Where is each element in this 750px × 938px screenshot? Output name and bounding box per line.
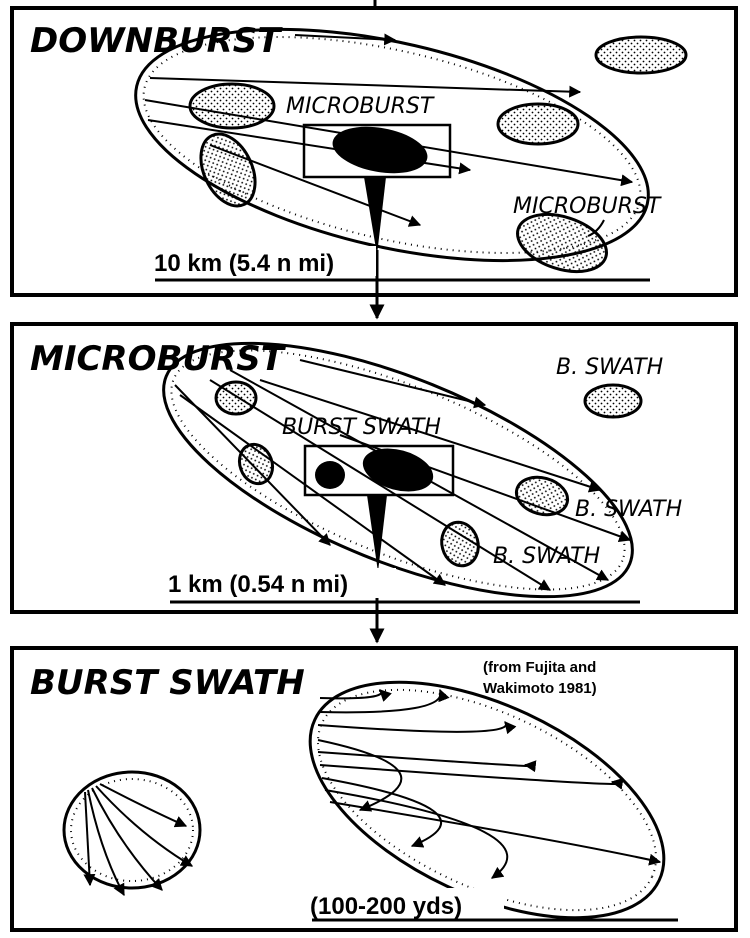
panel-title: BURST SWATH <box>30 663 305 703</box>
panel-title: MICROBURST <box>30 339 287 379</box>
scale-label-bg <box>150 246 376 276</box>
panel-frame <box>10 646 738 932</box>
panel-frame <box>10 322 738 614</box>
small-swath-dotted <box>70 778 194 882</box>
stippled-cell <box>188 82 276 130</box>
stippled-cell <box>516 212 608 274</box>
scale-label: 1 km (0.54 n mi) <box>168 571 348 598</box>
flow-arrow <box>91 787 163 891</box>
burst-swath-label: BURST SWATH <box>282 415 441 440</box>
panel-title: DOWNBURST <box>30 21 283 61</box>
b-swath-label: B. SWATH <box>556 355 663 380</box>
stippled-cell <box>514 475 570 517</box>
flow-arrow <box>259 379 602 493</box>
flow-arrow <box>317 751 537 773</box>
flow-arrow <box>83 791 96 887</box>
large-swath-dotted <box>317 688 657 912</box>
stippled-cell <box>199 132 257 208</box>
small-swath-arrows <box>83 783 194 897</box>
panel-microburst: MICROBURST BURST SWATH B. SWATH B. SWATH… <box>10 322 738 644</box>
downburst-outflow-ellipse <box>134 27 650 263</box>
flow-arrow <box>319 688 450 714</box>
flow-arrow <box>329 801 662 866</box>
stippled-cell <box>440 520 480 568</box>
stippled-cell <box>214 380 258 416</box>
scale-label-bg <box>308 888 504 920</box>
microburst-outflow-dotted <box>170 349 626 591</box>
stippled-cell <box>594 35 688 75</box>
stippled-cell <box>583 383 643 419</box>
citation-line: Wakimoto 1981) <box>483 680 597 697</box>
flow-arrow <box>324 789 509 879</box>
flow-arrow <box>149 77 582 98</box>
microburst-label: MICROBURST <box>286 94 435 119</box>
microburst-outflow-ellipse <box>162 341 634 599</box>
flow-arrow <box>321 777 443 848</box>
flow-arrow <box>319 764 624 790</box>
flow-arrow <box>95 785 194 867</box>
burst-swath-core <box>362 448 434 492</box>
flow-arrow <box>209 379 552 591</box>
flow-arrow <box>87 789 125 897</box>
flow-arrow <box>99 783 188 828</box>
zoom-funnel-arrow <box>364 177 386 255</box>
large-swath-arrows <box>317 688 662 879</box>
panel-downburst: DOWNBURST MICROBURST MICROBURST 10 km (5… <box>10 6 738 320</box>
flow-arrow <box>317 739 403 812</box>
scale-label: 10 km (5.4 n mi) <box>154 250 334 277</box>
citation-line: (from Fujita and <box>483 659 596 676</box>
panel-burst-swath: BURST SWATH (from Fujita and Wakimoto 19… <box>10 646 738 932</box>
zoom-funnel-arrow <box>367 495 387 572</box>
flow-arrow <box>299 359 487 409</box>
microburst-label: MICROBURST <box>513 194 662 219</box>
large-swath-ellipse <box>308 680 666 920</box>
burst-swath-core <box>315 461 345 489</box>
panel-frame <box>10 6 738 297</box>
flow-arrow <box>319 689 392 702</box>
scale-label: (100-200 yds) <box>310 893 462 920</box>
b-swath-label: B. SWATH <box>575 497 682 522</box>
label-leader <box>587 219 605 237</box>
scale-label-bg <box>164 568 396 598</box>
flow-arrow <box>179 394 446 586</box>
b-swath-label: B. SWATH <box>493 544 600 569</box>
downburst-outflow-dotted <box>142 36 642 254</box>
flow-arrow <box>294 33 397 46</box>
stippled-cell <box>237 442 275 486</box>
stippled-cell <box>496 102 580 146</box>
small-swath-ellipse <box>62 770 202 890</box>
flow-arrow <box>317 721 517 735</box>
microburst-core <box>332 126 428 174</box>
